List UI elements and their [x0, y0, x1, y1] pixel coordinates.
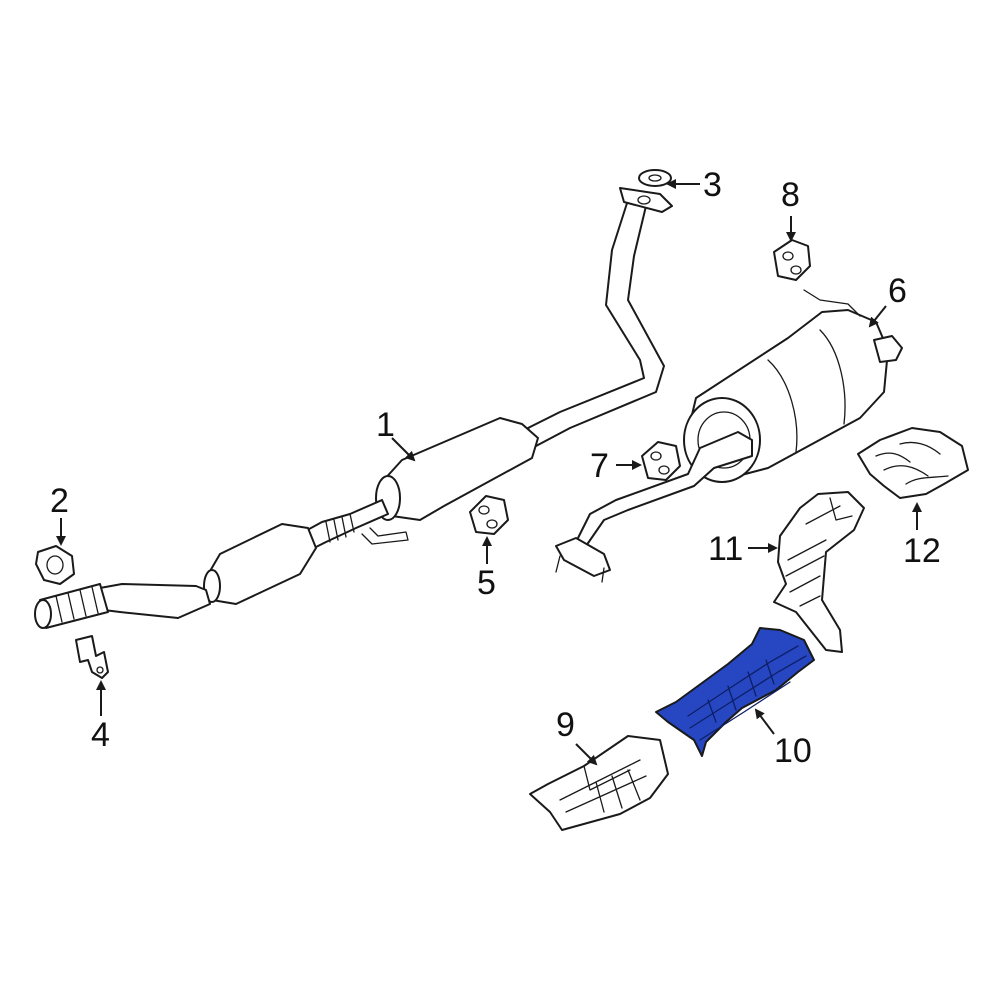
callout-5: 5 — [477, 564, 496, 602]
part-7-hanger-insulator[interactable] — [641, 441, 681, 481]
part-3-flange-gasket[interactable] — [638, 169, 672, 187]
callout-3: 3 — [703, 166, 722, 204]
part-10-heat-shield-highlighted[interactable] — [655, 627, 815, 757]
callout-12: 12 — [903, 532, 941, 570]
callout-2: 2 — [50, 482, 69, 520]
callout-7: 7 — [590, 447, 609, 485]
callout-4: 4 — [91, 716, 110, 754]
leader-lines — [56, 179, 922, 766]
callout-10: 10 — [774, 732, 812, 770]
part-6-muffler[interactable] — [555, 289, 903, 583]
callout-1: 1 — [376, 406, 395, 444]
callout-labels: 1 2 3 4 5 6 7 8 9 10 11 12 — [50, 166, 941, 770]
callout-11: 11 — [708, 530, 743, 568]
callout-9: 9 — [556, 706, 575, 744]
part-11-heat-shield[interactable] — [773, 491, 865, 653]
part-9-heat-shield[interactable] — [529, 735, 669, 831]
part-1-front-exhaust-pipe[interactable] — [34, 187, 673, 629]
part-2-gasket[interactable] — [35, 545, 75, 585]
callout-8: 8 — [781, 176, 800, 214]
part-4-bracket[interactable] — [75, 635, 109, 679]
part-8-hanger-insulator[interactable] — [773, 239, 811, 281]
part-5-hanger-insulator[interactable] — [469, 495, 509, 535]
part-12-heat-shield[interactable] — [857, 427, 969, 499]
callout-6: 6 — [888, 272, 907, 310]
